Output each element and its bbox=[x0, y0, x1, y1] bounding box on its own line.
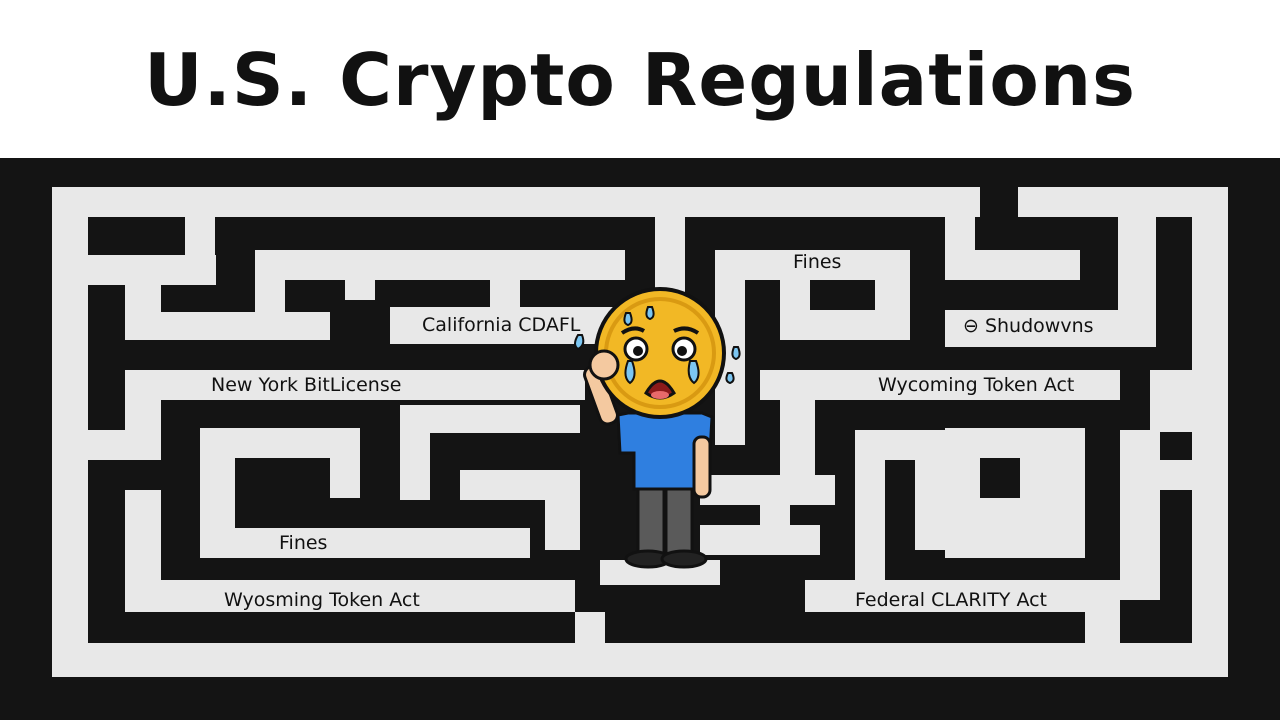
label-wyoming-right: Wycoming Token Act bbox=[878, 374, 1075, 396]
maze-wall bbox=[980, 458, 1020, 498]
maze-path bbox=[700, 525, 820, 555]
right-leg bbox=[664, 481, 694, 557]
tongue bbox=[651, 391, 669, 399]
right-shoe bbox=[660, 549, 708, 569]
maze-path bbox=[915, 430, 945, 550]
maze-path bbox=[330, 428, 360, 498]
maze-path bbox=[1120, 430, 1160, 600]
maze-path bbox=[1150, 370, 1192, 400]
maze-wall bbox=[980, 187, 1018, 242]
maze-paths bbox=[52, 187, 1228, 677]
sweat-drop-icon bbox=[623, 312, 633, 327]
maze-path bbox=[125, 370, 161, 430]
maze-path bbox=[1160, 460, 1192, 490]
maze-path bbox=[575, 612, 605, 643]
right-arm bbox=[692, 435, 712, 499]
sweat-drop-icon bbox=[731, 346, 741, 361]
label-federal: Federal CLARITY Act bbox=[855, 589, 1048, 611]
maze-path bbox=[200, 528, 530, 558]
left-pupil bbox=[633, 346, 643, 356]
label-fines-bottom: Fines bbox=[279, 532, 328, 554]
sweat-drop-icon bbox=[645, 306, 655, 321]
tear-icon bbox=[624, 360, 636, 385]
maze-path bbox=[185, 217, 215, 285]
crying-coin-character bbox=[574, 287, 741, 569]
tear-icon bbox=[687, 360, 700, 385]
sweat-drop-icon bbox=[574, 334, 585, 351]
maze-path bbox=[52, 187, 1228, 217]
maze-path bbox=[760, 370, 1120, 400]
maze-path bbox=[345, 250, 375, 300]
left-eyebrow bbox=[620, 326, 646, 335]
maze-path bbox=[390, 307, 630, 344]
maze-path bbox=[125, 580, 575, 612]
maze-path bbox=[1085, 580, 1120, 643]
label-fines-top: Fines bbox=[793, 251, 842, 273]
maze-path bbox=[1118, 217, 1156, 347]
maze-path bbox=[490, 280, 520, 310]
maze-path bbox=[545, 470, 580, 550]
page-title: U.S. Crypto Regulations bbox=[144, 38, 1136, 122]
left-leg bbox=[636, 481, 666, 557]
maze-path bbox=[780, 400, 815, 480]
maze-path bbox=[700, 475, 835, 505]
maze-path bbox=[52, 643, 1228, 677]
label-shutdowns: ⊖ Shudowvns bbox=[963, 315, 1094, 337]
maze-path bbox=[945, 250, 1080, 280]
maze-path bbox=[125, 370, 585, 400]
maze-path bbox=[88, 430, 161, 460]
maze-path bbox=[52, 187, 88, 677]
maze-path bbox=[400, 405, 580, 433]
right-pupil bbox=[677, 346, 687, 356]
maze-path bbox=[875, 250, 910, 340]
maze-path bbox=[255, 250, 625, 280]
maze-path bbox=[945, 310, 1118, 347]
label-new-york: New York BitLicense bbox=[211, 374, 402, 396]
maze-path bbox=[255, 250, 285, 340]
label-wyoming-left: Wyosming Token Act bbox=[224, 589, 420, 611]
sweat-drop-icon bbox=[725, 372, 735, 385]
maze-path bbox=[805, 580, 1120, 612]
maze-path bbox=[1150, 400, 1228, 432]
hand bbox=[588, 349, 620, 381]
label-california: California CDAFL bbox=[422, 314, 581, 336]
right-eyebrow bbox=[673, 326, 700, 335]
maze-path bbox=[125, 312, 330, 340]
